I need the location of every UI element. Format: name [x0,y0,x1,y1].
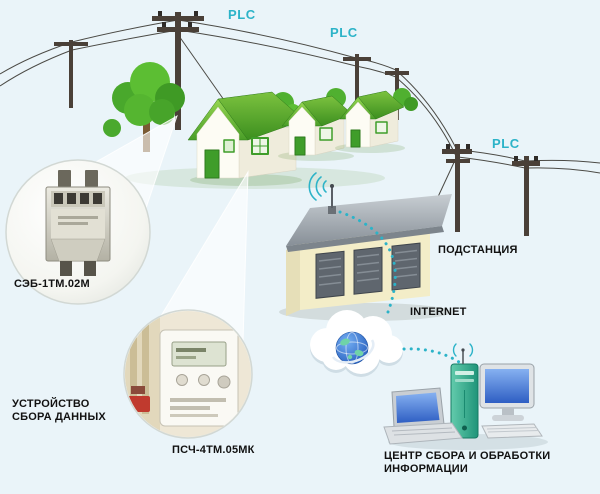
meter-model-label: СЭБ-1ТМ.02М [14,278,90,290]
collector-title: УСТРОЙСТВО СБОРА ДАННЫХ [12,398,106,424]
callout-beams [95,114,249,343]
internet-label: INTERNET [410,306,467,318]
tower-antenna-icon [461,348,465,364]
keyboard-icon [481,423,543,439]
substation-doors [315,242,421,299]
substation-door-louvers [318,249,418,286]
wireless-signal-dots [308,172,474,364]
monitor-icon [479,363,535,421]
plc-label-3: PLC [492,136,520,151]
houses [187,90,405,186]
processing-center-equipment [383,348,548,450]
substation-building [279,184,452,321]
electricity-meter-icon [45,170,111,276]
processing-center-label: ЦЕНТР СБОРА И ОБРАБОТКИ ИНФОРМАЦИИ [384,450,550,476]
antenna-icon [328,184,336,214]
house-icon-large [187,91,305,186]
processing-center-label-line2: ИНФОРМАЦИИ [384,463,468,475]
utility-pole-right-1 [442,144,472,232]
house-icon-right [335,90,405,153]
internet-cloud-icon [310,310,403,377]
globe-icon [331,331,375,365]
desktop-tower-icon [450,363,479,439]
utility-pole-left [54,40,88,108]
collector-title-line1: УСТРОЙСТВО [12,398,90,410]
laptop-icon [383,387,463,445]
processing-center-label-line1: ЦЕНТР СБОРА И ОБРАБОТКИ [384,450,551,462]
plc-label-2: PLC [330,25,358,40]
collector-title-line2: СБОРА ДАННЫХ [12,411,106,423]
utility-pole-mid-1 [343,54,371,114]
plc-label-1: PLC [228,7,256,22]
substation-label: ПОДСТАНЦИЯ [438,244,518,256]
ground-shadow [125,167,385,189]
utility-pole-main [152,11,204,130]
collector-model-label: ПСЧ-4ТМ.05МК [172,444,255,456]
meter-callout [5,159,151,305]
collector-callout [123,309,253,439]
tree-icon [103,62,185,152]
utility-pole-right-2 [512,156,540,236]
house-icon-mid [278,95,354,161]
